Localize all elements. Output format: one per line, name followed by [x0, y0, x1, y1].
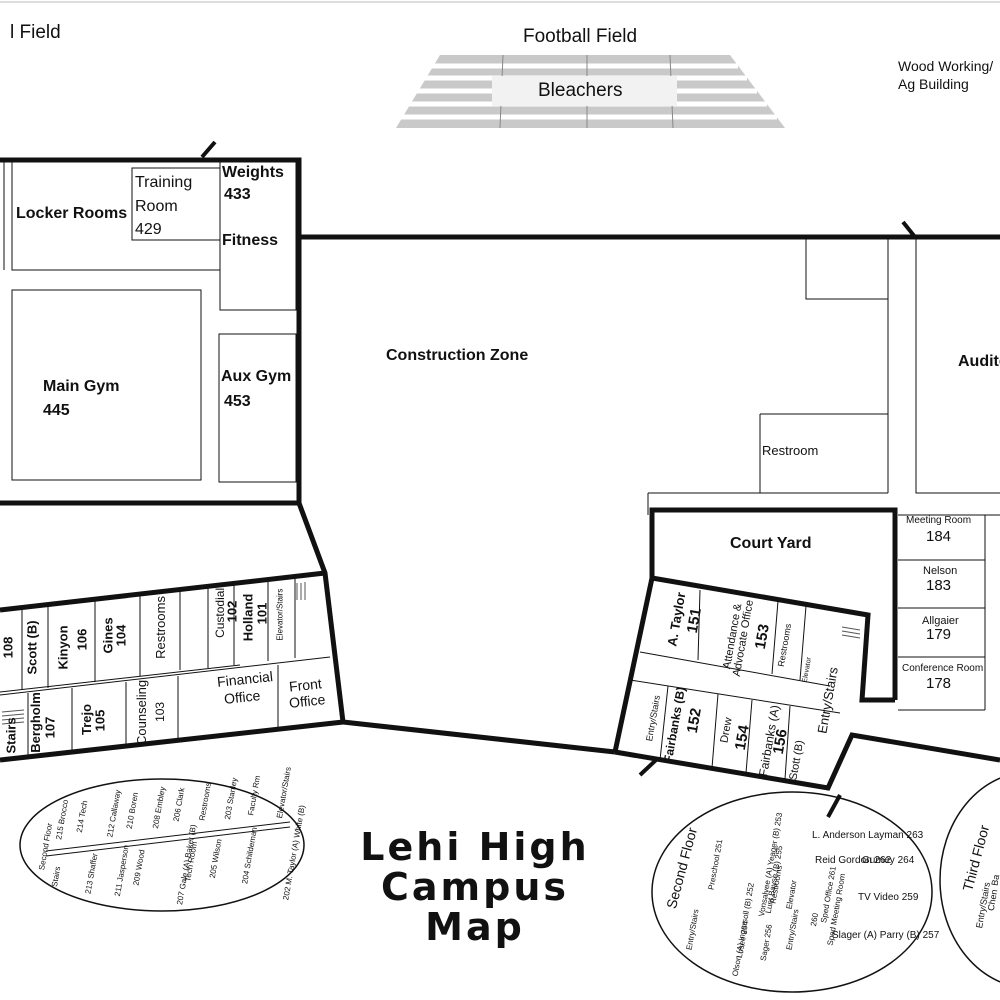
- training-room-label-1: Training: [135, 174, 193, 191]
- fitness-label: Fitness: [222, 232, 279, 249]
- restrooms-label-west: Restrooms: [152, 596, 168, 659]
- woodworking-label-1: Wood Working/: [898, 58, 994, 74]
- main-gym-label: Main Gym: [43, 378, 120, 395]
- kinyon-label: Kinyon: [55, 625, 71, 670]
- floor-room-label: TV Video 259: [858, 892, 919, 903]
- training-room-number: 429: [135, 221, 162, 238]
- auditorium-label: Audito: [958, 353, 1000, 370]
- map-title-line-3: Map: [425, 904, 525, 949]
- room-184-number: 184: [926, 528, 952, 545]
- room-107-number: 107: [42, 716, 58, 739]
- court-yard-label: Court Yard: [730, 535, 812, 552]
- main-gym-number: 445: [43, 402, 70, 419]
- training-room-label-2: Room: [135, 198, 178, 215]
- elevator-stairs-label-west: Elevator/Stairs: [275, 588, 285, 641]
- south-wall: [342, 719, 616, 755]
- map-title-line-1: Lehi High: [360, 825, 590, 869]
- room-104-number: 104: [113, 624, 129, 647]
- third-floor-oval: [939, 777, 1000, 983]
- aux-gym-number: 453: [224, 393, 251, 410]
- gym-wing: [0, 157, 302, 506]
- counseling-label: Counseling: [134, 679, 150, 745]
- left-field-label: l Field: [10, 22, 61, 43]
- room-183-number: 183: [926, 577, 952, 594]
- map-title-line-2: Campus: [381, 864, 569, 909]
- nelson-label: Nelson: [923, 565, 958, 577]
- bleachers-shape: [396, 54, 785, 129]
- room-108-number: 108: [0, 636, 16, 659]
- conference-room-label: Conference Room: [902, 663, 984, 674]
- room-102-number: 102: [224, 600, 240, 623]
- meeting-room-label: Meeting Room: [906, 515, 972, 526]
- construction-zone-label: Construction Zone: [386, 347, 529, 364]
- stairs-label-west: Stairs: [3, 717, 19, 754]
- door-mark: [200, 140, 217, 159]
- floor-room-label: Ba: [989, 873, 1000, 887]
- scott-label: Scott (B): [24, 620, 40, 675]
- woodworking-label-2: Ag Building: [898, 76, 969, 92]
- floor-room-label: Reid Gordon 262: [815, 855, 892, 866]
- map-title: Lehi High Campus Map: [330, 825, 620, 949]
- floor-room-label: L. Anderson Layman 263: [812, 830, 924, 841]
- allgaier-label: Allgaier: [922, 615, 959, 627]
- room-178-number: 178: [926, 675, 952, 692]
- weights-number: 433: [224, 186, 251, 203]
- second-floor-east-oval: [651, 791, 933, 993]
- room-101-number: 101: [254, 602, 270, 625]
- east-wing: [612, 507, 1000, 818]
- floor-room-label: Gurney 264: [862, 855, 915, 866]
- room-105-number: 105: [92, 709, 108, 732]
- football-field-label: Football Field: [523, 26, 638, 47]
- west-hall: [0, 502, 346, 763]
- aux-gym-label: Aux Gym: [221, 368, 292, 385]
- second-floor-west-oval: [19, 778, 305, 912]
- room-179-number: 179: [926, 626, 952, 643]
- weights-label: Weights: [222, 164, 284, 181]
- bleachers-label: Bleachers: [538, 80, 623, 101]
- locker-rooms-label: Locker Rooms: [16, 205, 128, 222]
- room-106-number: 106: [74, 628, 90, 651]
- room-103-number: 103: [153, 701, 168, 722]
- floor-room-label: Slager (A) Parry (B) 257: [832, 930, 940, 941]
- construction-zone-walls: [299, 220, 1000, 515]
- stairs-hatch-west: [1, 582, 306, 725]
- restroom-label: Restroom: [762, 443, 819, 458]
- stairs-hatch-east: [841, 626, 861, 639]
